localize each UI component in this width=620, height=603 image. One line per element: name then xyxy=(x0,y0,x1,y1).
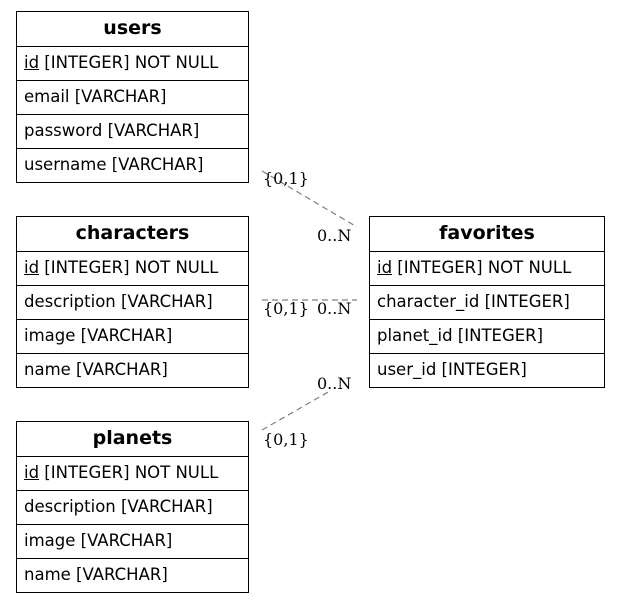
primary-key-type: [INTEGER] NOT NULL xyxy=(39,463,219,482)
field-row-pk: id [INTEGER] NOT NULL xyxy=(17,47,248,81)
field-row-pk: id [INTEGER] NOT NULL xyxy=(370,252,604,286)
field-row: description [VARCHAR] xyxy=(17,491,248,525)
table-title: users xyxy=(17,12,248,47)
table-users: users id [INTEGER] NOT NULL email [VARCH… xyxy=(16,11,249,183)
field-row-pk: id [INTEGER] NOT NULL xyxy=(17,252,248,286)
link-users-favorites xyxy=(261,170,358,228)
field-row: image [VARCHAR] xyxy=(17,320,248,354)
field-row: character_id [INTEGER] xyxy=(370,286,604,320)
primary-key-type: [INTEGER] NOT NULL xyxy=(392,258,572,277)
table-title: characters xyxy=(17,217,248,252)
table-characters: characters id [INTEGER] NOT NULL descrip… xyxy=(16,216,249,388)
field-row: image [VARCHAR] xyxy=(17,525,248,559)
table-favorites: favorites id [INTEGER] NOT NULL characte… xyxy=(369,216,605,388)
primary-key-name: id xyxy=(24,463,40,482)
field-row: planet_id [INTEGER] xyxy=(370,320,604,354)
cardinality-favorites-characters-side: 0..N xyxy=(317,299,352,318)
primary-key-name: id xyxy=(377,258,393,277)
cardinality-favorites-users-side: 0..N xyxy=(317,226,352,245)
cardinality-favorites-planets-side: 0..N xyxy=(317,374,352,393)
link-planets-favorites xyxy=(261,390,331,431)
table-title: planets xyxy=(17,422,248,457)
field-row: name [VARCHAR] xyxy=(24,360,168,379)
field-row: description [VARCHAR] xyxy=(17,286,248,320)
field-row: password [VARCHAR] xyxy=(17,115,248,149)
field-row-pk: id [INTEGER] NOT NULL xyxy=(17,457,248,491)
primary-key-name: id xyxy=(24,53,40,72)
table-planets: planets id [INTEGER] NOT NULL descriptio… xyxy=(16,421,249,593)
field-row: user_id [INTEGER] xyxy=(377,360,527,379)
primary-key-type: [INTEGER] NOT NULL xyxy=(39,258,219,277)
cardinality-planets-side: {0,1} xyxy=(263,430,309,449)
field-row: username [VARCHAR] xyxy=(24,155,204,174)
cardinality-characters-side: {0,1} xyxy=(263,299,309,318)
primary-key-type: [INTEGER] NOT NULL xyxy=(39,53,219,72)
primary-key-name: id xyxy=(24,258,40,277)
field-row: name [VARCHAR] xyxy=(24,565,168,584)
cardinality-users-side: {0,1} xyxy=(263,169,309,188)
table-title: favorites xyxy=(370,217,604,252)
field-row: email [VARCHAR] xyxy=(17,81,248,115)
